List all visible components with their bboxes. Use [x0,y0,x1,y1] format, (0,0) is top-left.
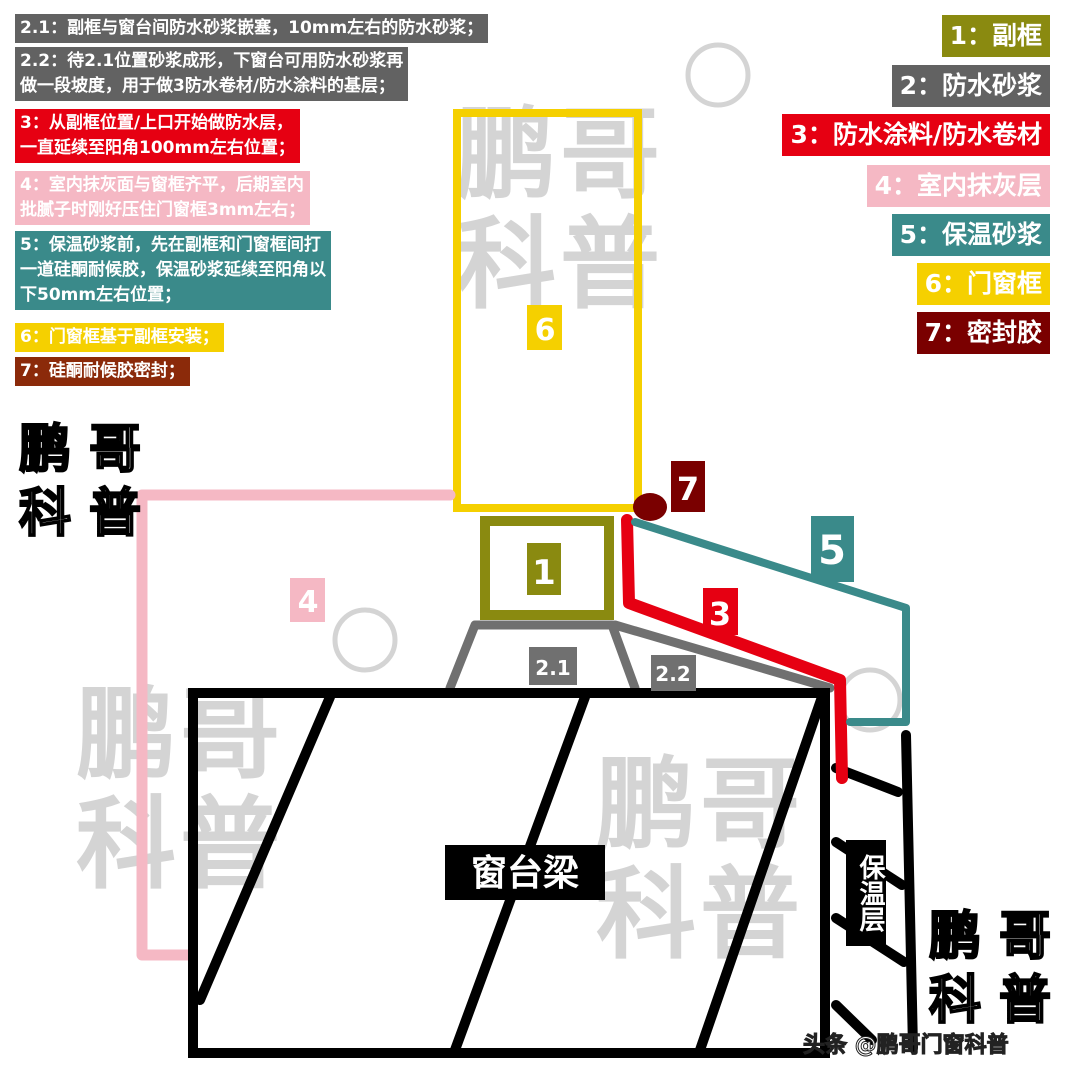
insulation-label: 保温层 [855,854,885,932]
logo: 鹏哥科普 [928,906,1052,1032]
watermark: 鹏哥科普 [456,96,664,323]
note-2-1: 2.1：副框与窗台间防水砂浆嵌塞，10mm左右的防水砂浆； [15,14,489,43]
legend-6: 6：门窗框 [916,263,1050,305]
sill-beam [188,688,918,1058]
insulation-mortar-5 [631,518,910,726]
note-7: 7：硅酮耐候胶密封； [15,357,190,386]
question-icon [332,607,398,673]
note-4: 4：室内抹灰面与窗框齐平，后期室内 批腻子时刚好压住门窗框3mm左右； [15,171,311,225]
label-7: 7 [677,470,699,508]
label-3: 3 [709,595,731,633]
legend-7: 7：密封胶 [916,312,1050,354]
label-2-2: 2.2 [655,662,690,686]
logo: 鹏哥科普 [18,419,142,545]
legend-4: 4：室内抹灰层 [866,165,1050,207]
legend-2: 2：防水砂浆 [891,65,1050,107]
note-5: 5：保温砂浆前，先在副框和门窗框间打 一道硅酮耐候胶，保温砂浆延续至阳角以 下5… [15,231,331,310]
note-2-2: 2.2：待2.1位置砂浆成形，下窗台可用防水砂浆再 做一段坡度，用于做3防水卷材… [15,47,409,101]
interior-plaster-4 [136,489,456,961]
label-2-1: 2.1 [535,656,570,680]
label-4: 4 [298,585,319,620]
mortar-2-2 [610,620,835,693]
legend-3: 3：防水涂料/防水卷材 [782,114,1050,156]
legend-1: 1：副框 [941,15,1050,57]
label-5: 5 [818,528,846,574]
beam-label: 窗台梁 [471,853,579,894]
label-6: 6 [535,313,556,348]
question-icon [685,42,751,108]
window-frame-6 [453,109,642,512]
label-1: 1 [532,553,556,593]
sub-frame-1 [480,516,614,620]
mortar-2-1 [445,620,640,693]
source-caption: 头条 @鹏哥门窗科普 [803,1033,1010,1059]
sealant-7 [633,493,667,521]
legend-5: 5：保温砂浆 [891,214,1050,256]
note-3: 3：从副框位置/上口开始做防水层， 一直延续至阳角100mm左右位置； [15,109,300,163]
note-6: 6：门窗框基于副框安装； [15,323,224,352]
waterproof-layer-3 [621,514,848,784]
